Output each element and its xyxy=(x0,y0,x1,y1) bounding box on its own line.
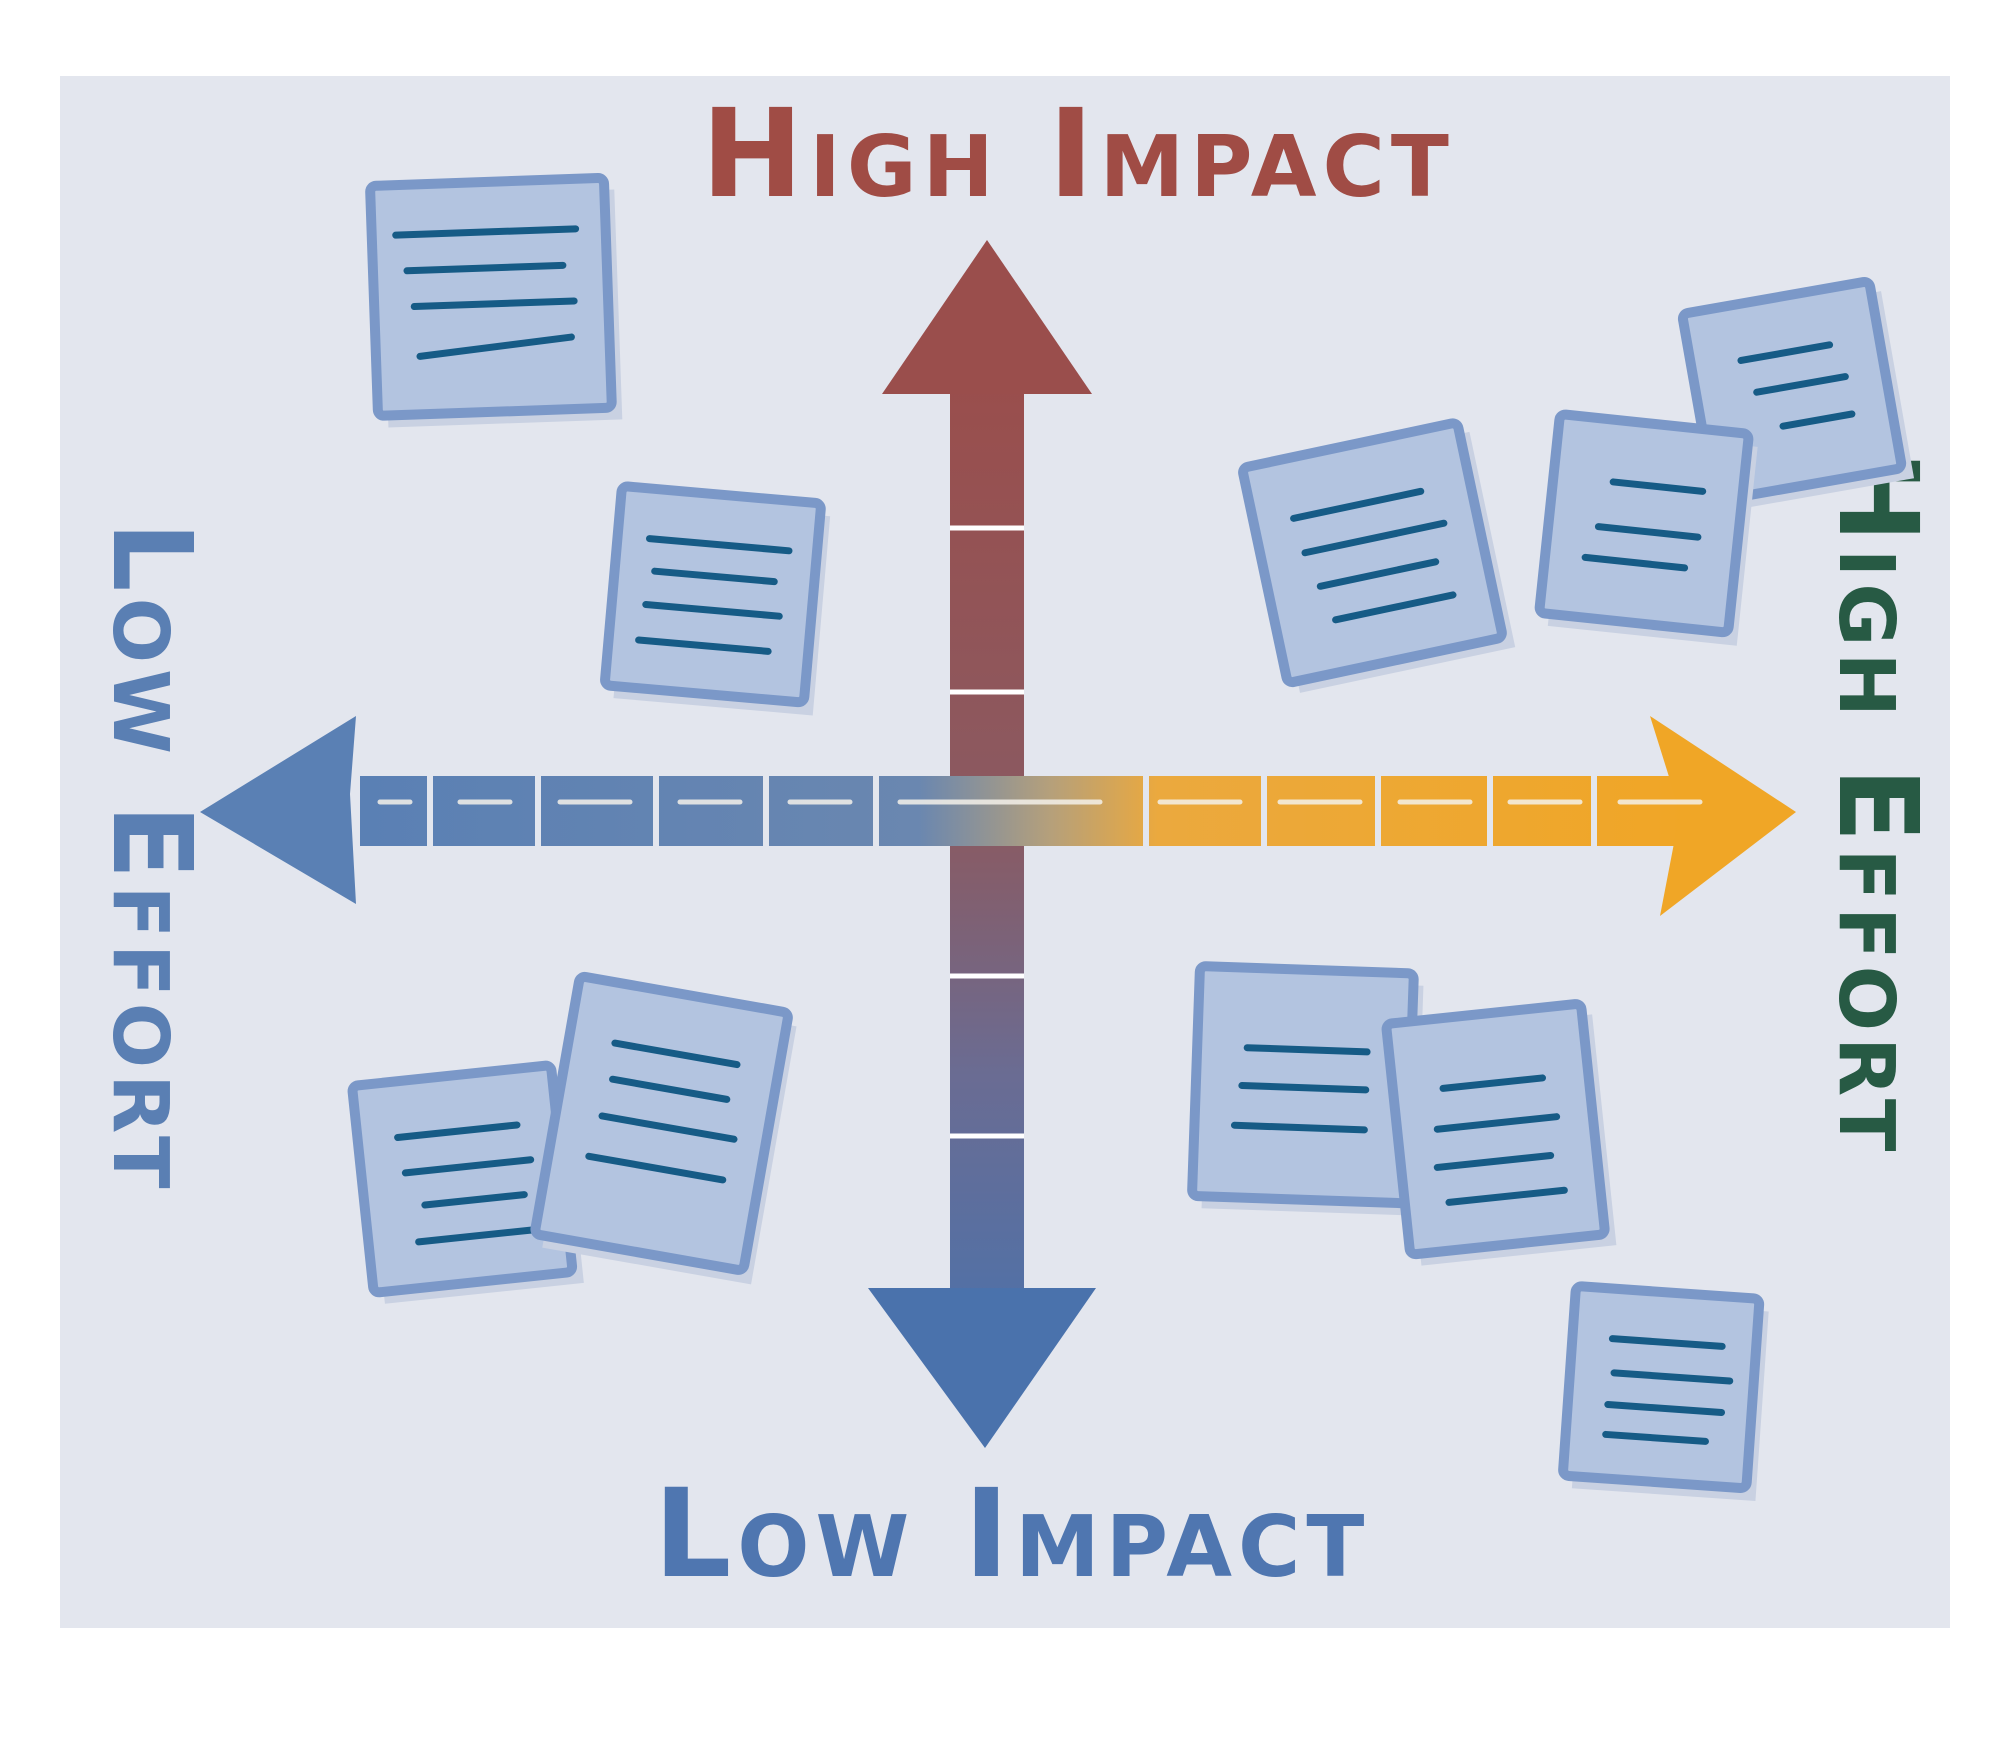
arrow-down-icon xyxy=(868,1288,1096,1448)
sticky-note-icon xyxy=(1238,418,1516,693)
left-axis-label: Low Effort xyxy=(88,522,216,1195)
sticky-note-icon xyxy=(365,173,623,428)
right-axis-label: High Effort xyxy=(1814,451,1942,1158)
sticky-note-icon xyxy=(600,481,831,716)
vertical-impact-arrow xyxy=(868,240,1096,1448)
sticky-note-icon xyxy=(1534,409,1758,646)
vertical-arrow-segment-dividers xyxy=(950,525,1024,1139)
impact-effort-matrix-board: High Impact Low Impact Low Effort High E… xyxy=(60,76,1950,1628)
sticky-note-icon xyxy=(1558,1281,1769,1502)
sticky-note-icon xyxy=(1381,999,1617,1266)
sticky-note-icon xyxy=(530,971,797,1285)
arrow-right-icon xyxy=(1650,716,1796,916)
horizontal-arrow-shaft xyxy=(360,776,1690,846)
horizontal-arrow-segment-dividers xyxy=(427,776,1597,846)
sticky-note-icon xyxy=(1187,961,1424,1216)
arrow-up-icon xyxy=(882,240,1092,394)
arrow-left-icon xyxy=(200,716,356,904)
bottom-axis-label: Low Impact xyxy=(654,1463,1371,1605)
vertical-arrow-shaft xyxy=(950,376,1024,1376)
top-axis-label: High Impact xyxy=(701,83,1455,225)
horizontal-effort-arrow xyxy=(200,716,1796,916)
